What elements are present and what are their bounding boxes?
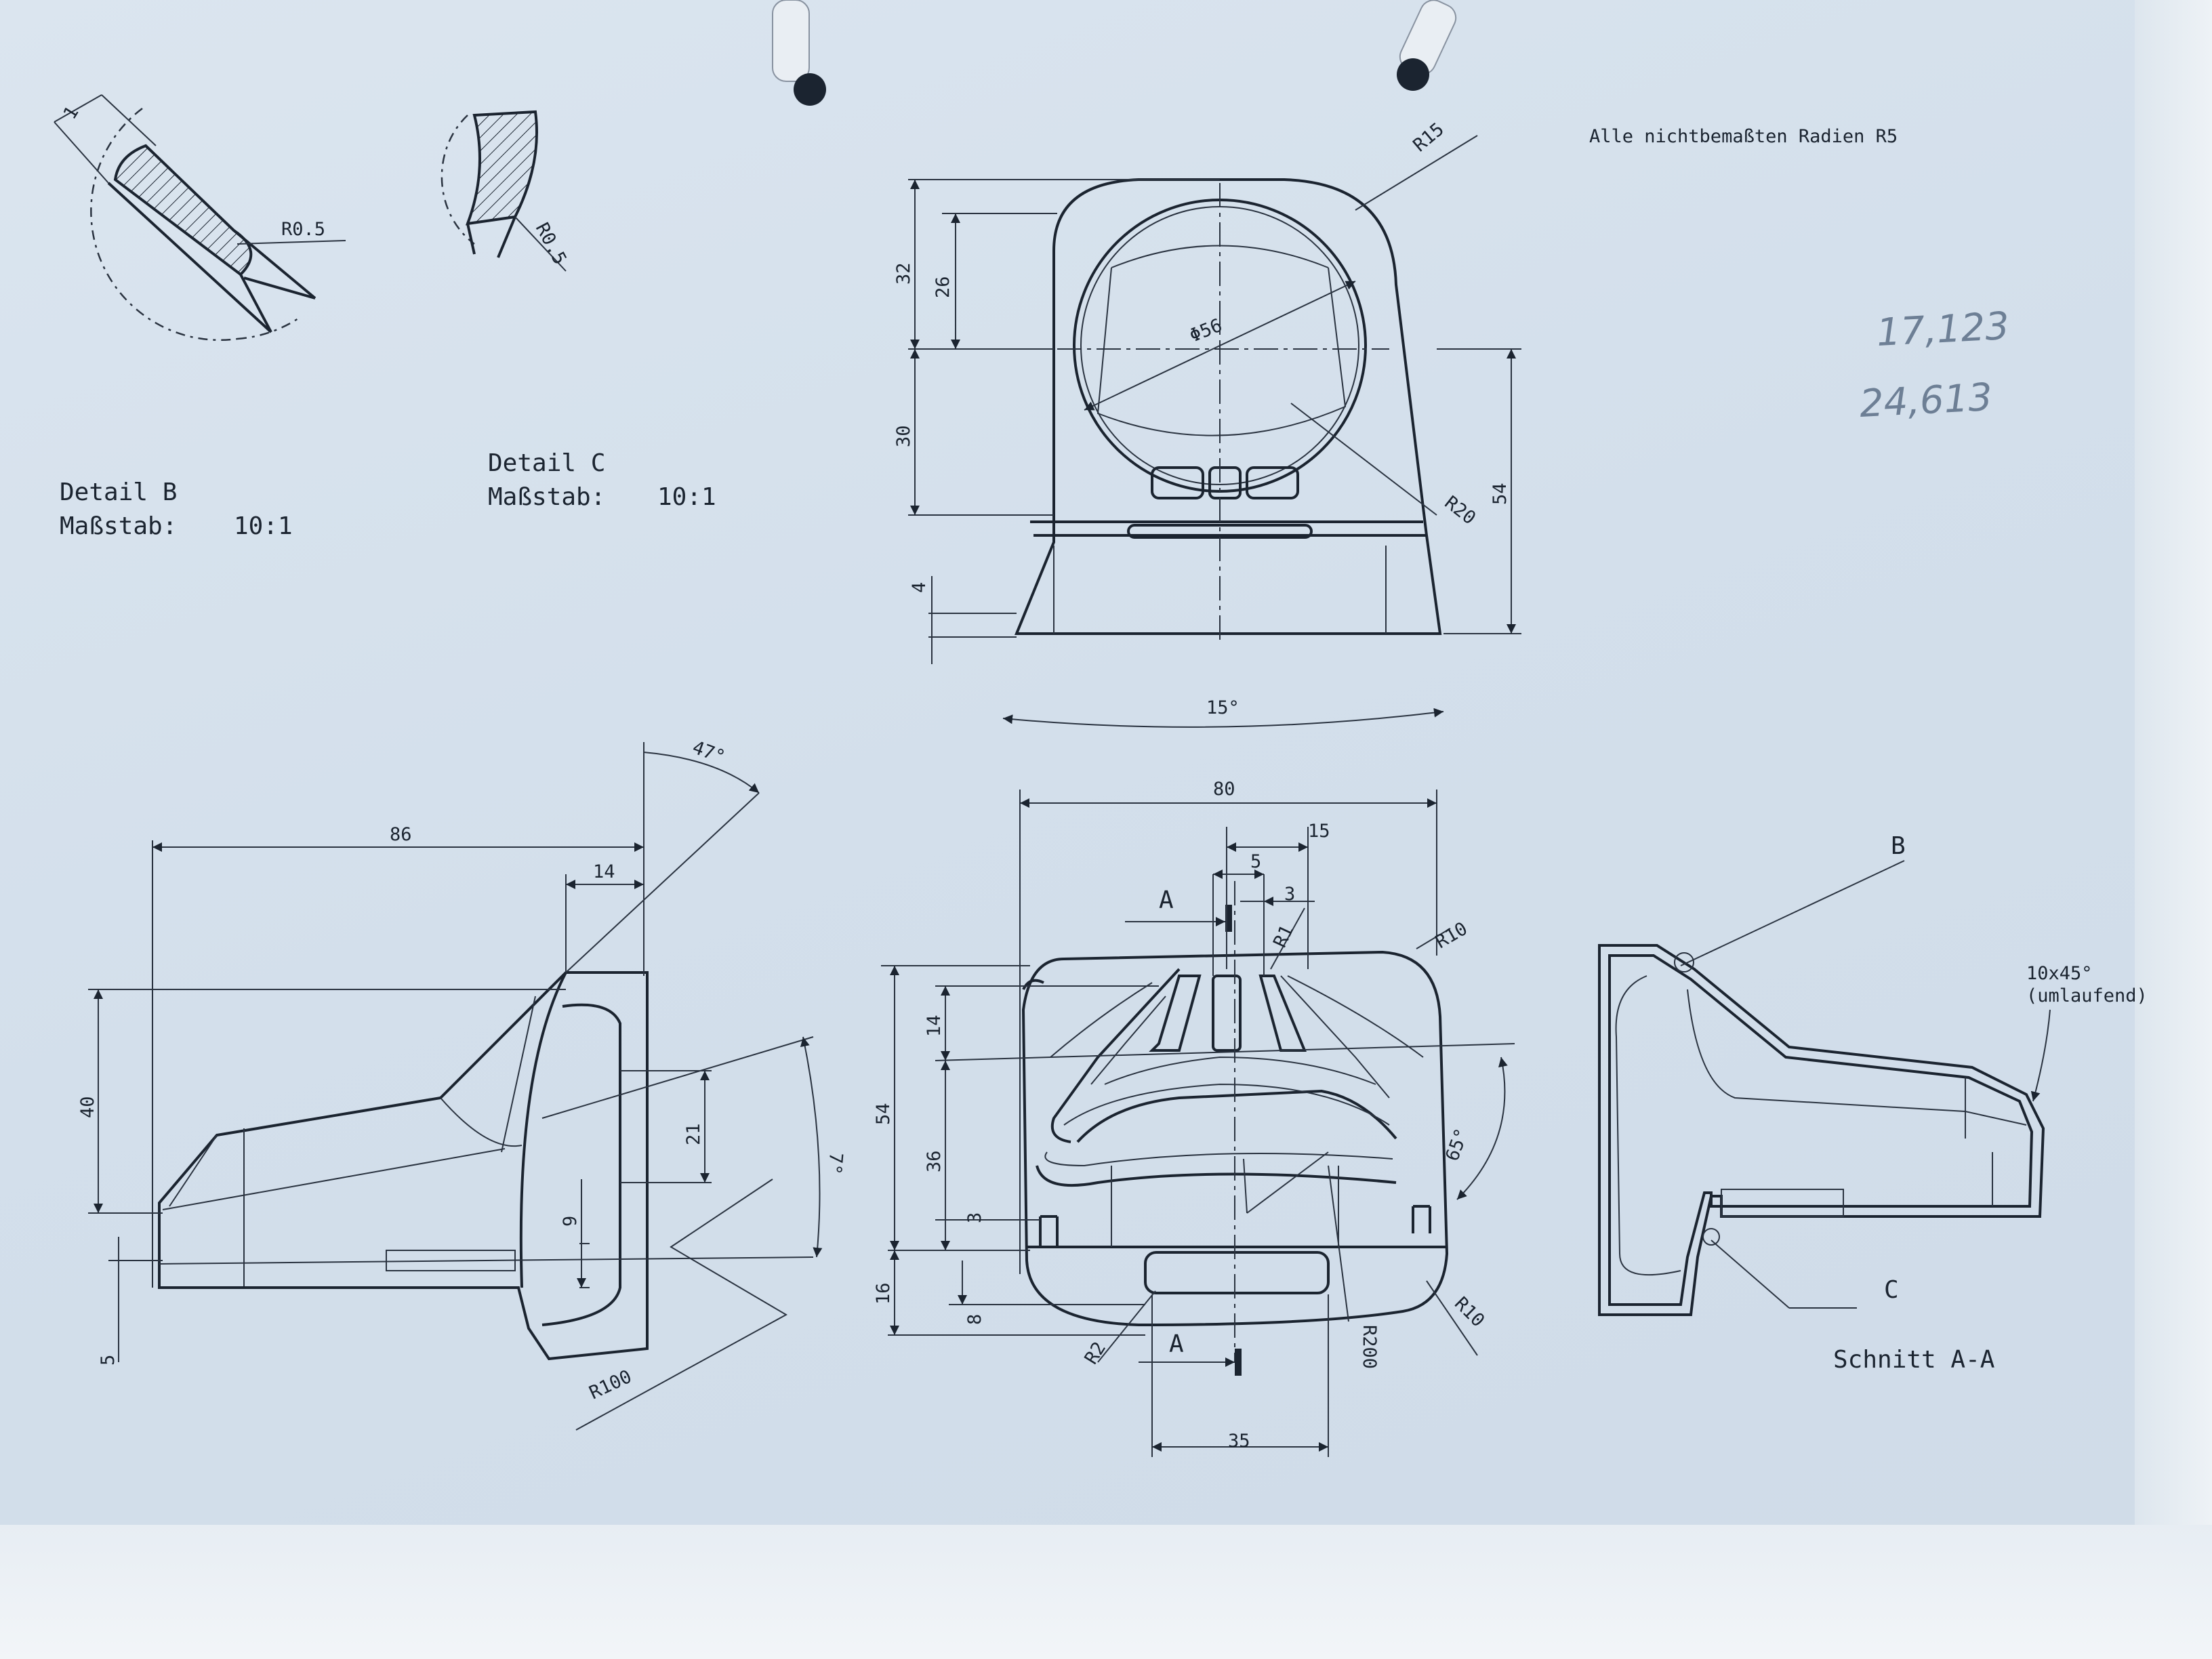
detail-c-radius-dim: R0.5 — [531, 220, 571, 268]
front-view-r200: R200 — [1359, 1325, 1380, 1369]
side-view-height-9: 9 — [560, 1216, 581, 1227]
top-view-height-4: 4 — [909, 582, 930, 593]
general-radii-note: Alle nichtbemaßten Radien R5 — [1589, 126, 1898, 147]
front-view-height-36: 36 — [924, 1150, 945, 1172]
detail-c-title: Detail C — [488, 449, 605, 477]
detail-b-radius-dim: R0.5 — [281, 219, 325, 240]
front-view-height-54: 54 — [873, 1103, 894, 1125]
top-view-r20: R20 — [1441, 492, 1480, 529]
detail-c-scale-value: 10:1 — [657, 483, 716, 511]
handwritten-value-2: 24,613 — [1858, 375, 1993, 426]
chamfer-note-line1: 10x45° — [2026, 963, 2093, 984]
front-view-angle-65: 65° — [1441, 1126, 1473, 1164]
front-view-width-80: 80 — [1213, 779, 1235, 800]
front-view-width-5: 5 — [1250, 851, 1261, 872]
front-view-r2: R2 — [1081, 1338, 1111, 1368]
detail-b-title: Detail B — [60, 478, 177, 506]
detail-b-scale-label: Maßstab: — [60, 512, 177, 540]
section-callout-c: C — [1884, 1276, 1899, 1304]
detail-c-drawing: R0.5 — [441, 110, 571, 272]
front-view-height-16: 16 — [873, 1282, 894, 1305]
section-callout-b: B — [1891, 832, 1906, 860]
side-view-r100: R100 — [586, 1366, 635, 1404]
front-view-width-35: 35 — [1228, 1431, 1250, 1452]
side-view-height-21: 21 — [683, 1123, 704, 1145]
side-view-height-40: 40 — [77, 1096, 98, 1118]
top-view-height-30: 30 — [893, 425, 914, 447]
front-view-width-3: 3 — [1284, 884, 1295, 905]
detail-b-scale-value: 10:1 — [234, 512, 293, 540]
top-view-r15: R15 — [1410, 119, 1448, 156]
section-mark-a-bottom: A — [1169, 1330, 1184, 1358]
top-view-angle-15: 15° — [1206, 697, 1240, 718]
front-view-height-14: 14 — [924, 1015, 945, 1037]
front-view-height-3: 3 — [964, 1212, 985, 1223]
side-view-angle-47: 47° — [690, 737, 728, 768]
top-view: 32 26 30 4 54 Φ56 R15 R20 15° — [893, 119, 1521, 728]
front-view-r10-bottom: R10 — [1450, 1293, 1488, 1331]
underlying-sheets — [0, 1525, 2212, 1659]
front-view: 80 15 5 3 R1 R10 54 14 36 3 16 8 65° R2 … — [873, 779, 1515, 1457]
detail-c-scale-label: Maßstab: — [488, 483, 605, 511]
front-view-r10-top: R10 — [1432, 918, 1471, 953]
top-view-height-54: 54 — [1490, 483, 1511, 505]
chamfer-note-line2: (umlaufend) — [2026, 985, 2148, 1006]
section-mark-a-top: A — [1159, 886, 1174, 914]
front-view-r1: R1 — [1269, 922, 1298, 951]
handwritten-value-1: 17,123 — [1875, 304, 2010, 355]
side-view-width-86: 86 — [390, 824, 412, 845]
top-view-height-32: 32 — [893, 262, 914, 285]
section-a-a: B C 10x45° (umlaufend) Schnitt A-A — [1598, 832, 2148, 1374]
front-view-height-8: 8 — [964, 1314, 985, 1325]
detail-b-drawing: 1 R0.5 — [54, 94, 346, 341]
side-view-height-5: 5 — [98, 1355, 119, 1366]
binder-pins — [772, 0, 1457, 106]
section-title: Schnitt A-A — [1833, 1346, 1995, 1374]
detail-b-thickness-dim: 1 — [60, 102, 83, 123]
side-view-width-14: 14 — [593, 861, 615, 882]
top-view-height-26: 26 — [933, 276, 954, 298]
front-view-width-15: 15 — [1308, 821, 1330, 842]
side-view-angle-7: 7° — [823, 1151, 846, 1175]
sheet-stack-edge — [2135, 0, 2212, 1525]
side-view: 86 14 47° 40 21 9 5 7° R100 — [77, 737, 846, 1431]
